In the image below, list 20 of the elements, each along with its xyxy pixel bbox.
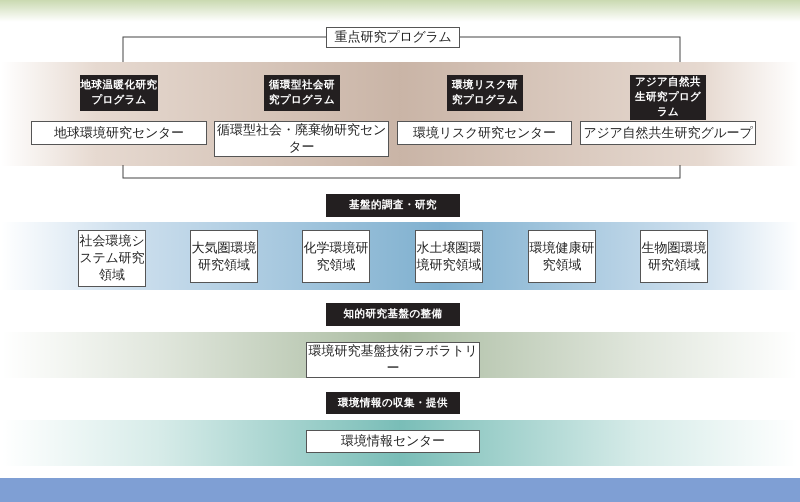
program-label: 循環型社会研究プログラム [264, 75, 340, 111]
section-header: 基盤的調査・研究 [326, 194, 460, 217]
center-box: 循環型社会・廃棄物研究センター [214, 121, 389, 157]
domain-box: 水土壌圏環境研究領域 [415, 230, 483, 283]
domain-box: 環境健康研究領域 [528, 230, 596, 283]
domain-box: 社会環境システム研究領域 [78, 230, 146, 287]
center-box: 地球環境研究センター [31, 121, 207, 145]
program-label: 地球温暖化研究プログラム [80, 75, 158, 111]
section-header: 環境情報の収集・提供 [326, 392, 460, 414]
center-box: 環境リスク研究センター [397, 121, 572, 145]
domain-box: 大気圏環境研究領域 [190, 230, 258, 283]
section-header: 知的研究基盤の整備 [326, 303, 460, 326]
center-box: 環境情報センター [306, 430, 480, 453]
heading-box: 重点研究プログラム [326, 27, 460, 48]
domain-box: 化学環境研究領域 [302, 230, 370, 283]
domain-box: 生物圏環境研究領域 [640, 230, 708, 283]
program-label: アジア自然共生研究プログラム [630, 75, 706, 120]
laboratory-box: 環境研究基盤技術ラボラトリー [306, 342, 480, 378]
program-label: 環境リスク研究プログラム [447, 75, 523, 111]
center-box: アジア自然共生研究グループ [580, 121, 756, 145]
